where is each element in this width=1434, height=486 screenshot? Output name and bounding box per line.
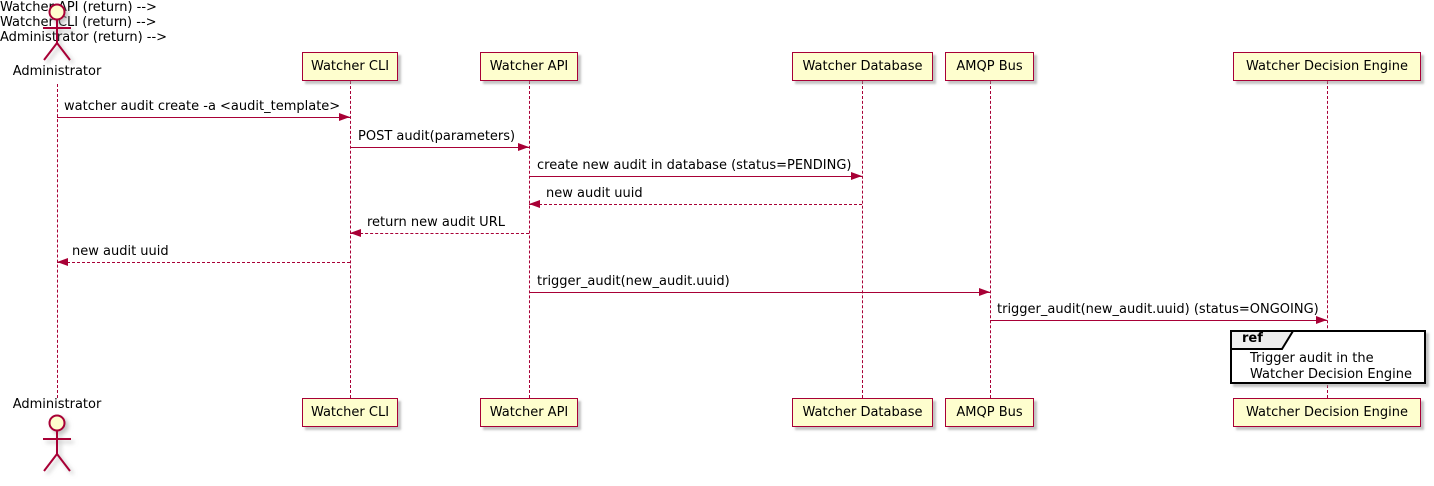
message-line	[990, 320, 1327, 321]
message-label: trigger_audit(new_audit.uuid)	[537, 274, 730, 289]
message-label: trigger_audit(new_audit.uuid) (status=ON…	[997, 302, 1319, 317]
actor-label-bottom: Administrator	[12, 397, 102, 412]
participant-bottom-watcher-decision-engine: Watcher Decision Engine	[1233, 398, 1421, 427]
participant-bottom-amqp-bus: AMQP Bus	[945, 398, 1034, 427]
message-label: watcher audit create -a <audit_template>	[64, 99, 341, 114]
participant-label: Watcher Database	[802, 59, 923, 74]
participant-label: Watcher API	[489, 405, 569, 420]
lifeline-watcher-database	[862, 81, 863, 398]
message-line	[350, 233, 529, 234]
message-line	[350, 147, 529, 148]
participant-label: Watcher API	[489, 59, 569, 74]
arrowhead-icon	[350, 229, 361, 237]
lifeline-watcher-decision-engine	[1327, 81, 1328, 398]
arrowhead-icon	[851, 172, 862, 180]
participant-bottom-watcher-api: Watcher API	[480, 398, 578, 427]
actor-icon	[35, 3, 79, 67]
lifeline-amqp-bus	[990, 81, 991, 398]
actor-label-top: Administrator	[12, 64, 102, 79]
arrowhead-icon	[57, 258, 68, 266]
message-label: new audit uuid	[546, 186, 643, 201]
participant-bottom-watcher-database: Watcher Database	[792, 398, 933, 427]
participant-top-amqp-bus: AMQP Bus	[945, 52, 1034, 81]
ref-keyword: ref	[1242, 331, 1263, 346]
arrowhead-icon	[529, 200, 540, 208]
lifeline-administrator	[57, 84, 58, 398]
arrowhead-icon	[1316, 316, 1327, 324]
participant-label: Watcher CLI	[310, 59, 390, 74]
message-line	[57, 262, 350, 263]
participant-label: Watcher Decision Engine	[1246, 59, 1408, 74]
participant-top-watcher-api: Watcher API	[480, 52, 578, 81]
participant-label: AMQP Bus	[956, 405, 1023, 420]
arrowhead-icon	[518, 143, 529, 151]
message-label: POST audit(parameters)	[358, 129, 516, 144]
ref-tab: ref	[1230, 330, 1300, 354]
lifeline-watcher-cli	[350, 81, 351, 398]
arrowhead-icon	[979, 288, 990, 296]
participant-label: AMQP Bus	[956, 59, 1023, 74]
participant-top-watcher-database: Watcher Database	[792, 52, 933, 81]
actor-icon	[35, 414, 79, 478]
message-line	[529, 292, 990, 293]
arrowhead-icon	[339, 113, 350, 121]
message-label: return new audit URL	[367, 215, 505, 230]
message-label: new audit uuid	[72, 244, 169, 259]
lifeline-watcher-api	[529, 81, 530, 398]
ref-text-line1: Trigger audit in the	[1250, 351, 1374, 366]
participant-label: Watcher CLI	[310, 405, 390, 420]
message-label: create new audit in database (status=PEN…	[537, 158, 852, 173]
participant-top-watcher-cli: Watcher CLI	[302, 52, 398, 81]
participant-bottom-watcher-cli: Watcher CLI	[302, 398, 398, 427]
ref-text-line2: Watcher Decision Engine	[1250, 367, 1412, 382]
message-line	[57, 117, 350, 118]
message-line	[529, 204, 862, 205]
message-line	[529, 176, 862, 177]
participant-label: Watcher Database	[802, 405, 923, 420]
ref-fragment: ref Trigger audit in the Watcher Decisio…	[1230, 330, 1426, 384]
participant-top-watcher-decision-engine: Watcher Decision Engine	[1233, 52, 1421, 81]
participant-label: Watcher Decision Engine	[1246, 405, 1408, 420]
